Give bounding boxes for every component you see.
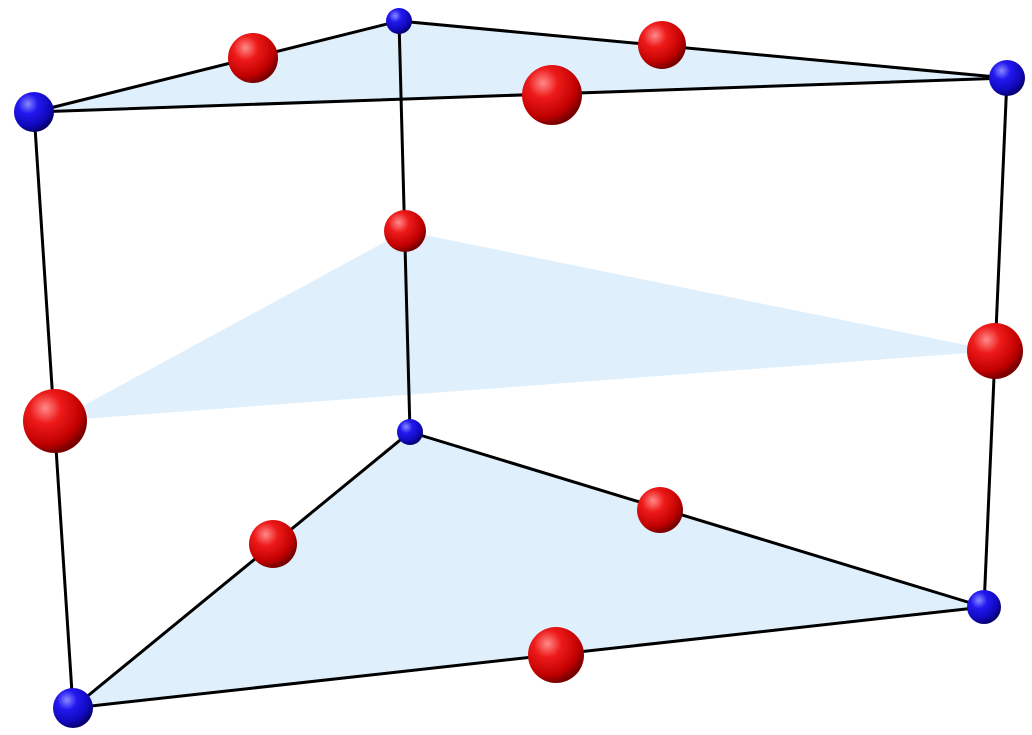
midpoint-node-top-left-back-mid [228,33,278,83]
corner-node-bottom-right [967,590,1001,624]
midpoint-node-middle-left [23,389,87,453]
midpoint-node-middle-back [384,210,426,252]
midpoint-node-bottom-back-right-mid [637,487,683,533]
corner-node-bottom-back [397,419,423,445]
corner-node-top-right [989,60,1025,96]
edge-top-left-right [32,76,1009,114]
midpoint-node-bottom-left-right-mid [528,627,584,683]
edge-bottom-left-back [71,430,412,710]
middle-plane [55,231,995,421]
midpoint-node-bottom-left-back-mid [249,520,297,568]
corner-node-top-back [386,8,412,34]
edge-top-back-right [397,19,1009,80]
prism-nodes [14,8,1025,728]
edge-top-left-back [32,19,401,114]
corner-node-top-left [14,92,54,132]
corner-node-bottom-left [53,688,93,728]
bottom-face [73,432,984,708]
prism-faces [34,21,1007,708]
midpoint-node-top-back-right-mid [638,21,686,69]
edge-bottom-back-right [408,430,986,609]
midpoint-node-middle-right [967,323,1023,379]
midpoint-node-top-left-right-mid [522,65,582,125]
top-face [34,21,1007,112]
